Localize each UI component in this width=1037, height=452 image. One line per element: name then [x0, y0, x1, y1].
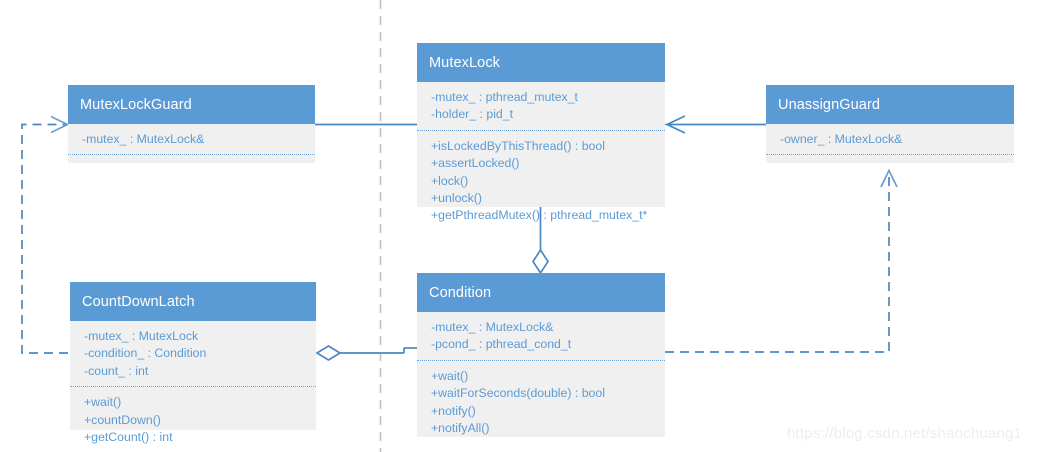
methods-compartment-unassignguard: [766, 155, 1014, 177]
class-name-condition: Condition: [417, 273, 665, 312]
connector-countdownlatch-aggregates-condition: [315, 345, 417, 361]
method-row: +notify(): [431, 403, 476, 418]
attributes-compartment-countdownlatch: -mutex_ : MutexLock -condition_ : Condit…: [70, 321, 316, 388]
method-row: +notifyAll(): [431, 421, 490, 436]
class-name-countdownlatch: CountDownLatch: [70, 282, 316, 321]
attribute-row: -mutex_ : MutexLock: [84, 329, 199, 343]
method-row: +unlock(): [431, 191, 482, 206]
method-row: +wait(): [431, 368, 469, 383]
methods-compartment-countdownlatch: +wait() +countDown() +getCount() : int: [70, 387, 316, 452]
attribute-row: -owner_ : MutexLock&: [780, 132, 903, 146]
class-name-mutexlock: MutexLock: [417, 43, 665, 82]
attributes-compartment-unassignguard: -owner_ : MutexLock&: [766, 124, 1014, 156]
class-box-condition[interactable]: Condition -mutex_ : MutexLock& -pcond_ :…: [417, 273, 665, 437]
method-row: +wait(): [84, 395, 122, 410]
attributes-compartment-mutexlockguard: -mutex_ : MutexLock&: [68, 124, 315, 156]
class-box-mutexlockguard[interactable]: MutexLockGuard -mutex_ : MutexLock&: [68, 85, 315, 163]
class-name-unassignguard: UnassignGuard: [766, 85, 1014, 124]
method-row: +getCount() : int: [84, 430, 173, 445]
method-row: +countDown(): [84, 412, 161, 427]
attribute-row: -mutex_ : pthread_mutex_t: [431, 90, 578, 104]
method-row: +lock(): [431, 173, 469, 188]
attribute-row: -mutex_ : MutexLock&: [82, 132, 205, 146]
watermark-text: https://blog.csdn.net/shaochuang1: [787, 425, 1023, 442]
attribute-row: -count_ : int: [84, 363, 149, 378]
methods-compartment-mutexlockguard: [68, 155, 315, 177]
connector-countdownlatch-depends-guard: [21, 115, 70, 354]
methods-compartment-mutexlock: +isLockedByThisThread() : bool +assertLo…: [417, 131, 665, 231]
class-name-mutexlockguard: MutexLockGuard: [68, 85, 315, 124]
attribute-row: -condition_ : Condition: [84, 346, 207, 361]
connector-condition-depends-unassignguard: [665, 168, 898, 353]
methods-compartment-condition: +wait() +waitForSeconds(double) : bool +…: [417, 361, 665, 444]
method-row: +assertLocked(): [431, 156, 520, 171]
class-box-countdownlatch[interactable]: CountDownLatch -mutex_ : MutexLock -cond…: [70, 282, 316, 444]
attribute-row: -holder_ : pid_t: [431, 107, 514, 122]
connector-unassignguard-to-mutexlock: [665, 115, 766, 134]
method-row: +waitForSeconds(double) : bool: [431, 386, 605, 401]
attributes-compartment-condition: -mutex_ : MutexLock& -pcond_ : pthread_c…: [417, 312, 665, 361]
attribute-row: -mutex_ : MutexLock&: [431, 320, 554, 334]
class-box-mutexlock[interactable]: MutexLock -mutex_ : pthread_mutex_t -hol…: [417, 43, 665, 222]
method-row: +isLockedByThisThread() : bool: [431, 138, 605, 153]
method-row: +getPthreadMutex() : pthread_mutex_t*: [431, 208, 648, 223]
class-box-unassignguard[interactable]: UnassignGuard -owner_ : MutexLock&: [766, 85, 1014, 163]
attributes-compartment-mutexlock: -mutex_ : pthread_mutex_t -holder_ : pid…: [417, 82, 665, 131]
attribute-row: -pcond_ : pthread_cond_t: [431, 337, 572, 352]
